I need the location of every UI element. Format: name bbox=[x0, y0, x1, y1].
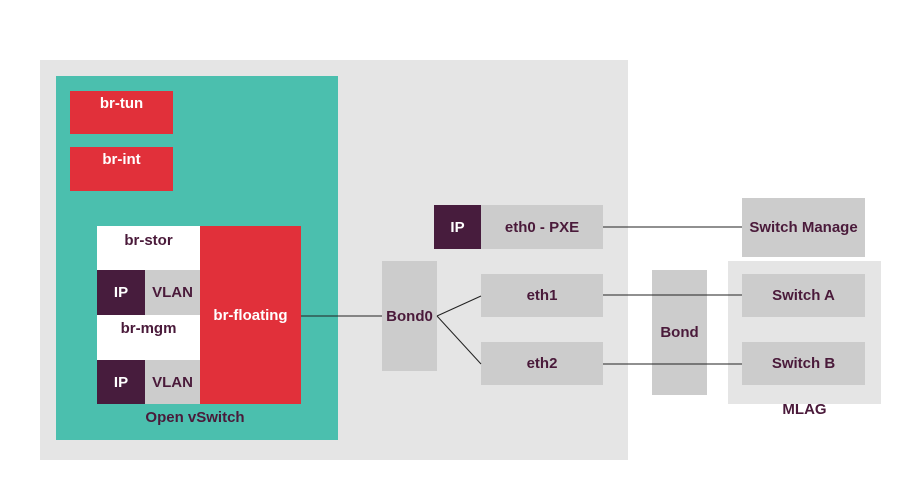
br-mgm-box bbox=[97, 315, 200, 360]
eth0-ip-box: IP bbox=[434, 205, 481, 249]
br-tun-box: br-tun bbox=[70, 91, 173, 134]
br-stor-vlan-box: VLAN bbox=[145, 270, 200, 315]
switch-a-box: Switch A bbox=[742, 274, 865, 317]
mlag-caption: MLAG bbox=[782, 400, 827, 418]
eth1-box: eth1 bbox=[481, 274, 603, 317]
eth0-pxe-box: eth0 - PXE bbox=[481, 205, 603, 249]
switch-manage-box: Switch Manage bbox=[742, 198, 865, 257]
bond0-to-eth2-line bbox=[436, 315, 482, 365]
br-stor-box bbox=[97, 226, 200, 270]
br-mgm-label: br-mgm bbox=[120, 319, 177, 337]
br-mgm-ip-box: IP bbox=[97, 360, 145, 404]
br-stor-label: br-stor bbox=[124, 231, 173, 249]
br-int-box: br-int bbox=[70, 147, 173, 191]
open-vswitch-caption: Open vSwitch bbox=[145, 408, 245, 426]
br-floating-box: br-floating bbox=[200, 226, 301, 404]
switch-b-box: Switch B bbox=[742, 342, 865, 385]
bond-box: Bond bbox=[652, 270, 707, 395]
br-mgm-vlan-box: VLAN bbox=[145, 360, 200, 404]
bond0-box: Bond0 bbox=[382, 261, 437, 371]
br-stor-ip-box: IP bbox=[97, 270, 145, 315]
bond0-to-eth1-line bbox=[436, 295, 482, 317]
eth2-box: eth2 bbox=[481, 342, 603, 385]
